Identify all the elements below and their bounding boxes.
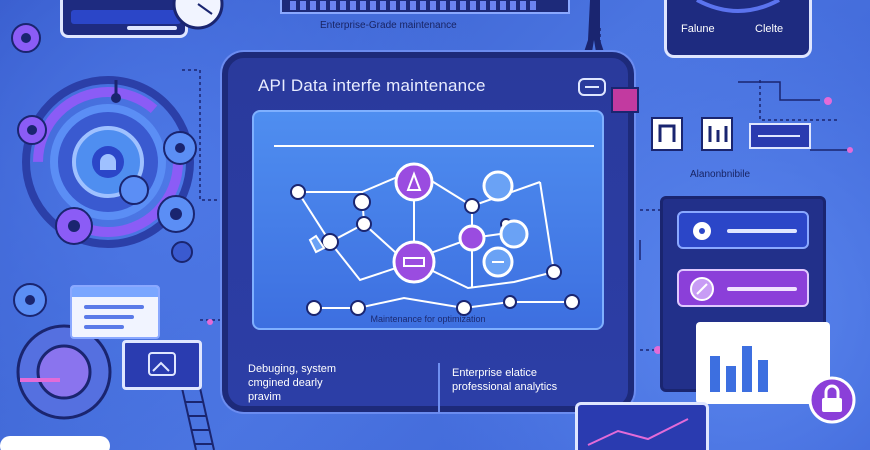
doc-line xyxy=(84,305,144,309)
bottom-left-bar xyxy=(0,436,110,450)
top-banner xyxy=(280,0,570,14)
settings-row-line xyxy=(727,229,797,233)
monitor-title: API Data interfe maintenance xyxy=(258,76,486,95)
settings-row[interactable] xyxy=(677,211,809,249)
person-figure xyxy=(584,0,604,52)
debugging-line-2: cmgined dearly xyxy=(248,377,323,389)
gauge-arc-icon xyxy=(696,0,780,13)
edit-row[interactable] xyxy=(677,269,809,307)
api-monitor: API Data interfe maintenance xyxy=(222,52,634,413)
image-card xyxy=(122,340,202,390)
banner-text: Enterprise-Grade maintenance xyxy=(320,20,457,31)
banner-bars xyxy=(290,1,536,10)
image-icon xyxy=(148,352,176,376)
debugging-line-3: pravim xyxy=(248,391,282,403)
debugging-line-1: Debuging, system xyxy=(248,363,337,375)
document-card-header xyxy=(72,287,158,297)
debugging-card: Debuging, system cmgined dearly pravim xyxy=(248,362,336,404)
screen-caption: Maintenance for optimization xyxy=(370,314,485,324)
clock-icon xyxy=(172,0,224,30)
analytics-chart-card xyxy=(696,322,830,404)
analytics-line-2: professional analytics xyxy=(452,381,558,393)
minimize-button[interactable] xyxy=(578,78,606,96)
failure-label: Falune xyxy=(681,23,715,35)
tablet-chart-icon xyxy=(587,418,689,446)
card-divider xyxy=(438,363,440,413)
right-icons xyxy=(611,87,811,151)
document-card xyxy=(70,285,160,339)
progress-bar-icon xyxy=(71,10,181,30)
doc-line xyxy=(84,315,134,319)
gear-cluster xyxy=(11,23,215,450)
network-graph: Maintenance for optimization xyxy=(274,145,594,324)
top-right-widget: Falune Clelte xyxy=(664,0,812,58)
analytics-card: Enterprise elatice professional analytic… xyxy=(452,366,557,394)
chart-icon xyxy=(710,346,768,392)
lock-icon xyxy=(808,376,856,424)
network-screen: Maintenance for optimization xyxy=(252,110,604,330)
gear-icon xyxy=(693,222,711,240)
top-left-card xyxy=(60,0,188,38)
bottom-tablet xyxy=(575,402,709,450)
edit-row-line xyxy=(727,287,797,291)
right-panel-title: Alanonbnibile xyxy=(690,169,751,180)
pencil-icon xyxy=(690,277,714,301)
complete-label: Clelte xyxy=(755,23,784,35)
analytics-line-1: Enterprise elatice xyxy=(452,367,537,379)
doc-line xyxy=(84,325,124,329)
